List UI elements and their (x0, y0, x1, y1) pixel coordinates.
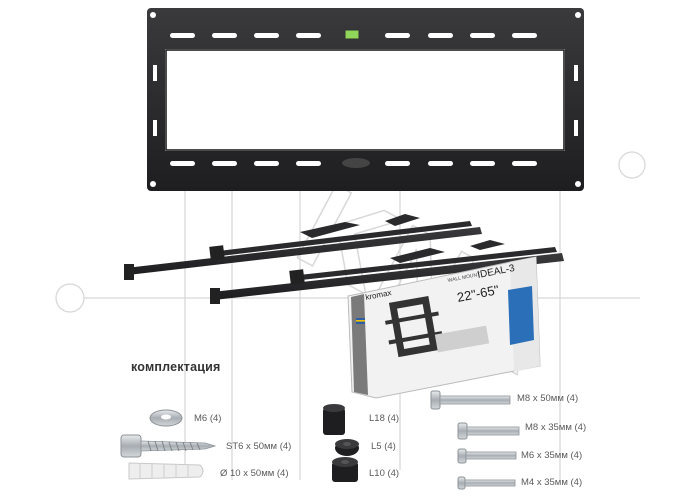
part-label: M6 x 35мм (4) (521, 450, 583, 461)
part-label: Ø 10 x 50мм (4) (220, 468, 289, 479)
bolt-icon (430, 390, 511, 410)
part-label: M8 x 35мм (4) (525, 422, 587, 433)
page-title: комплектация (131, 360, 221, 374)
part-label: L10 (4) (369, 468, 400, 479)
dowel-icon (128, 462, 204, 480)
product-box (347, 256, 541, 399)
part-label: L18 (4) (369, 413, 400, 424)
spacer-icon (335, 439, 359, 456)
washer-icon (149, 409, 183, 427)
part-label: M8 x 50мм (4) (517, 393, 579, 404)
part-label: ST6 x 50мм (4) (226, 441, 292, 452)
bolt-icon (457, 448, 517, 464)
bolt-icon (457, 422, 520, 440)
part-label: M6 (4) (194, 413, 222, 424)
part-label: M4 x 35мм (4) (521, 477, 583, 488)
wall-plate (147, 8, 584, 191)
screw-icon (120, 434, 217, 458)
tv-brackets (124, 214, 564, 304)
spacer-icon (323, 404, 345, 435)
part-label: L5 (4) (371, 441, 396, 452)
hardware (120, 390, 520, 490)
bolt-icon (457, 476, 516, 490)
box-mount-image (385, 295, 443, 358)
spacer-icon (332, 457, 358, 482)
